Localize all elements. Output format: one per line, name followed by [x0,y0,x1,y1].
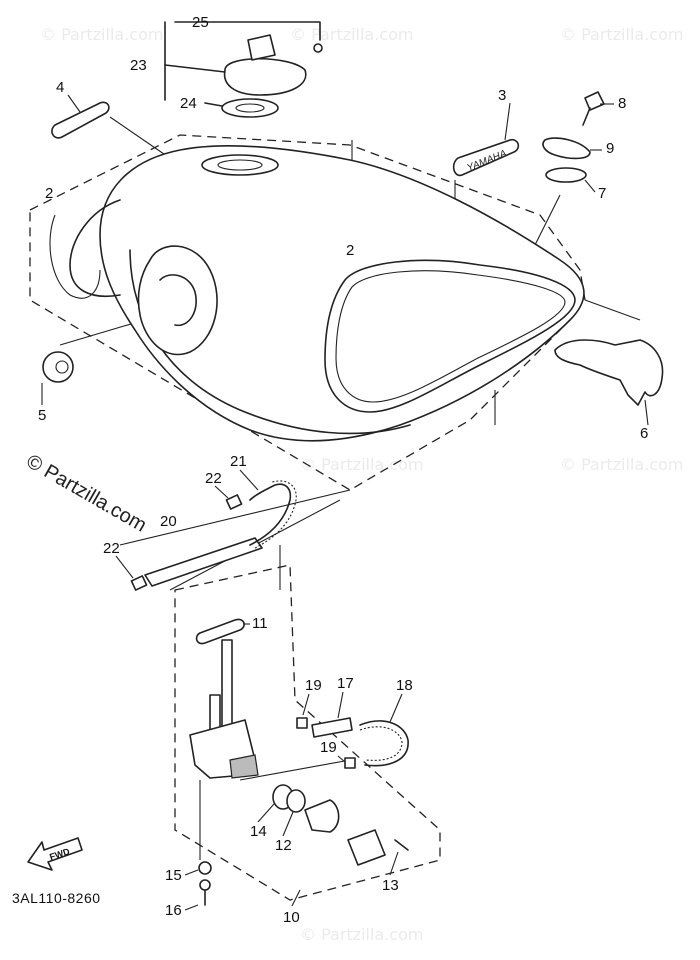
fwd-arrow-icon: FWD [27,837,83,871]
background-watermarks: © Partzilla.com © Partzilla.com © Partzi… [40,25,683,944]
callout-20: 20 [160,513,177,530]
callout-19b: 19 [320,739,337,756]
part-8-bolt [582,91,605,126]
callout-24: 24 [180,95,197,112]
part-4-pad [51,101,110,139]
part-21-hose [249,480,297,549]
callout-19a: 19 [305,677,322,694]
part-6-bracket [554,339,664,406]
callout-18: 18 [396,677,413,694]
petcock-lever-parts [272,784,409,866]
callout-22b: 22 [103,540,120,557]
callout-7: 7 [598,185,606,202]
callout-10: 10 [283,909,300,926]
callout-2a: 2 [45,185,53,202]
part-20-pipe [144,537,263,587]
partzilla-watermark: © Partzilla.com [23,450,151,536]
callout-9: 9 [606,140,614,157]
svg-text:© Partzilla.com: © Partzilla.com [300,455,423,474]
part-19-clips [296,717,356,769]
part-9-bracket [542,137,591,160]
callout-25: 25 [192,14,209,31]
part-3-emblem: YAMAHA [452,138,520,177]
svg-text:© Partzilla.com: © Partzilla.com [560,455,683,474]
callout-4: 4 [56,79,64,96]
callout-2b: 2 [346,242,354,259]
callout-13: 13 [382,877,399,894]
part-18-coil-hose [359,720,409,767]
svg-text:© Partzilla.com: © Partzilla.com [300,925,423,944]
diagram-code: 3AL110-8260 [12,890,101,906]
filler-cap-assembly [164,21,323,118]
drain-parts [198,861,212,906]
part-11-oring [195,618,245,645]
part-7-washer [545,167,587,183]
svg-text:© Partzilla.com: © Partzilla.com [560,25,683,44]
svg-text:© Partzilla.com: © Partzilla.com [40,25,163,44]
callout-5: 5 [38,407,46,424]
part-22-clips [130,494,243,591]
callout-23: 23 [130,57,147,74]
callout-15: 15 [165,867,182,884]
part-10-petcock [189,639,259,779]
callout-3: 3 [498,87,506,104]
petcock-assembly-outline [174,564,441,901]
part-5-nut [42,351,74,383]
callout-8: 8 [618,95,626,112]
callout-22a: 22 [205,470,222,487]
callout-17: 17 [337,675,354,692]
fuel-tank [49,145,585,442]
callout-21: 21 [230,453,247,470]
callout-14: 14 [250,823,267,840]
svg-text:© Partzilla.com: © Partzilla.com [290,25,413,44]
callout-6: 6 [640,425,648,442]
callout-11: 11 [252,615,268,632]
callout-12: 12 [275,837,292,854]
callout-numbers: 25 23 24 4 2 2 3 8 9 7 5 6 21 22 20 22 1… [38,14,648,926]
callout-16: 16 [165,902,182,919]
part-17-hose [311,717,353,738]
callout-ticks [41,94,649,911]
